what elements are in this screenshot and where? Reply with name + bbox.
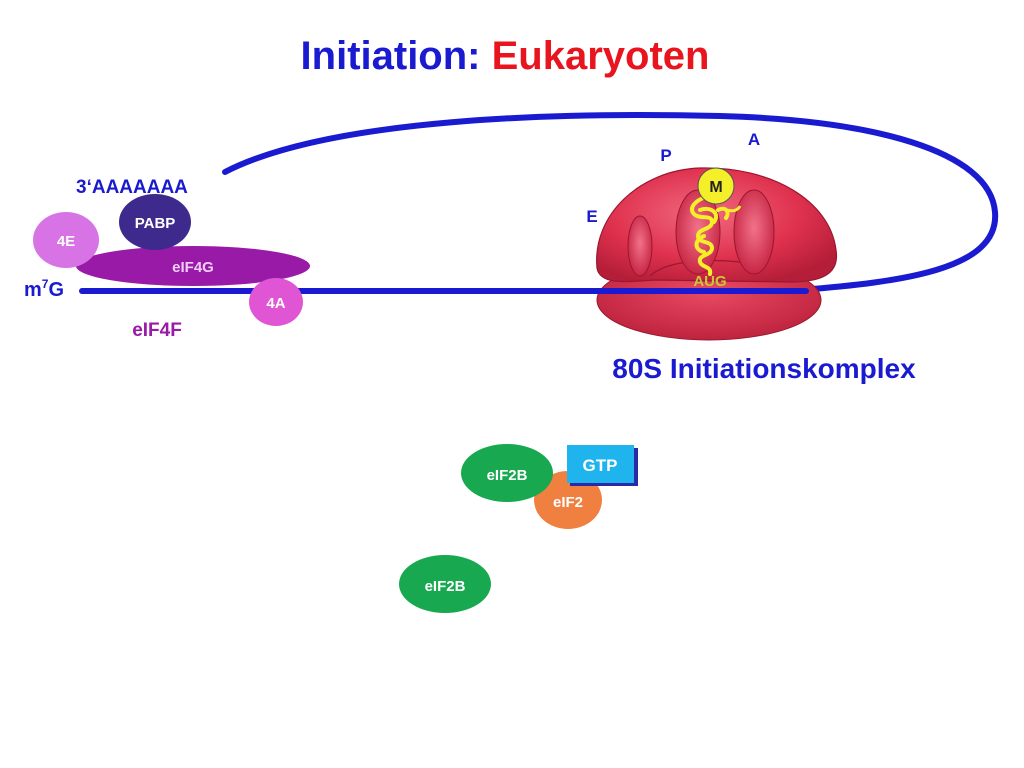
cap-end: G: [48, 279, 64, 301]
cap-base: m: [24, 279, 42, 301]
eif2-label: eIF2: [553, 494, 583, 511]
pabp-protein: [119, 194, 191, 250]
eif4g-label: eIF4G: [172, 259, 214, 276]
site-a-label: A: [748, 130, 760, 149]
eif4g-protein: [76, 246, 310, 286]
cap-label: m7G: [24, 277, 64, 301]
poly-a-label: 3‘AAAAAAA: [76, 177, 188, 198]
initiator-trna: [689, 195, 730, 276]
trna-tail: [727, 205, 742, 213]
cap-superscript: 7: [42, 277, 49, 291]
site-p-label: P: [660, 146, 671, 165]
eif2b-protein-1: [461, 444, 553, 502]
pabp-label: PABP: [135, 215, 176, 232]
eif4e-label: 4E: [57, 233, 75, 250]
eif4e-protein: [33, 212, 99, 268]
title-part2: Eukaryoten: [491, 34, 710, 78]
eif2b-protein-2: [399, 555, 491, 613]
eif2b-label-2: eIF2B: [425, 578, 466, 595]
eif4a-protein: [249, 278, 303, 326]
eif4f-label: eIF4F: [132, 320, 182, 341]
eif2b-label-1: eIF2B: [487, 467, 528, 484]
met-label: M: [709, 179, 722, 196]
gtp-box: [567, 445, 634, 483]
met-circle: [697, 167, 735, 205]
complex-label: 80S Initiationskomplex: [612, 353, 916, 384]
title-part1: Initiation:: [300, 34, 492, 78]
codon-label: AUG: [693, 273, 726, 290]
page-title: Initiation: Eukaryoten: [0, 34, 1010, 79]
eif4a-label: 4A: [266, 295, 285, 312]
ribosome-e-site: [627, 215, 653, 277]
gtp-label: GTP: [583, 456, 618, 475]
ribosome-a-site: [733, 189, 775, 275]
mrna-loop: [222, 112, 999, 293]
site-e-label: E: [586, 207, 597, 226]
